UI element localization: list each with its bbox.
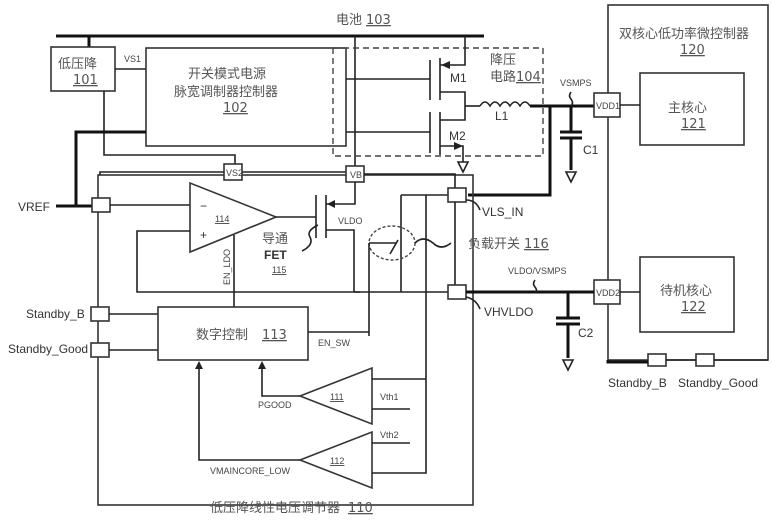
smps-line2: 脉宽调制器控制器: [174, 84, 278, 100]
digital-control-113: [157, 306, 309, 361]
pass-fet-ref: 115: [272, 265, 286, 275]
amp-plus: +: [200, 228, 207, 242]
vs2-label: VS2: [226, 168, 243, 178]
buck-ref: 104: [516, 70, 541, 85]
m1-arrow-icon: [441, 61, 450, 69]
buck-line1: 降压: [490, 53, 516, 68]
ground-icon: [561, 359, 575, 372]
regulator-label: 低压降线性电压调节器: [210, 501, 340, 516]
buck-circuit-box: [332, 47, 544, 157]
smps-ref: 102: [223, 101, 248, 116]
pgood-label: PGOOD: [258, 400, 292, 410]
standby-core-ref: 122: [681, 300, 706, 315]
digital-ref: 113: [262, 328, 287, 343]
mcu-standby-b-pin: [647, 353, 667, 367]
standby-core-label: 待机核心: [660, 284, 712, 299]
mcu-label: 双核心低功率微控制器: [619, 26, 749, 42]
vb-label: VB: [350, 170, 362, 180]
l1-label: L1: [495, 109, 509, 123]
amp-minus: −: [200, 199, 207, 213]
ldo-101-ref: 101: [73, 73, 98, 88]
vls-in-label: VLS_IN: [482, 205, 523, 219]
buck-line2: 电路: [490, 69, 516, 85]
vhvldo-pin: [447, 284, 467, 300]
standby-core-box: [639, 256, 735, 333]
comp112-ref: 112: [330, 456, 344, 466]
vsmps-label: VSMPS: [560, 78, 592, 88]
comparator-111: [297, 366, 373, 426]
standby-b-label: Standby_B: [26, 307, 85, 321]
mcu-ref: 120: [680, 43, 705, 58]
main-core-ref: 121: [681, 117, 706, 132]
mcu-standby-good-pin: [695, 353, 715, 367]
comp111-ref: 111: [330, 392, 344, 402]
smps-line1: 开关模式电源: [188, 67, 266, 82]
vdd2-pin: [593, 279, 621, 305]
main-core-box: [639, 72, 745, 146]
vth2-label: Vth2: [380, 430, 399, 440]
standby-good-pin: [90, 342, 110, 358]
vmaincore-low-label: VMAINCORE_LOW: [210, 466, 291, 476]
standby-b-pin: [90, 306, 110, 322]
regulator-ref: 110: [348, 501, 373, 516]
pass-fet-line2: FET: [264, 248, 287, 262]
fet-arrow-icon: [327, 200, 335, 208]
pass-fet-line1: 导通: [262, 232, 288, 247]
ground-icon: [564, 171, 578, 184]
en-ldo-label: EN_LDO: [222, 249, 232, 285]
error-amplifier-114: [189, 181, 279, 254]
vldo-vsmps-label: VLDO/VSMPS: [508, 266, 567, 276]
standby-good-label: Standby_Good: [8, 342, 88, 356]
load-switch-label: 负载开关: [468, 237, 520, 252]
m2-arrow-icon: [454, 142, 463, 150]
ldo-101-label: 低压降: [58, 57, 97, 72]
smps-controller-box: [145, 47, 347, 147]
vdd2-label: VDD2: [596, 288, 620, 298]
vth1-label: Vth1: [380, 392, 399, 402]
main-core-label: 主核心: [668, 101, 707, 116]
vldo-label: VLDO: [338, 216, 363, 226]
m1-label: M1: [450, 71, 467, 85]
vls-in-pin: [447, 187, 467, 203]
vref-pin: [91, 197, 111, 213]
battery-ref: 103: [366, 13, 391, 28]
mcu-standby-b-label: Standby_B: [608, 376, 667, 390]
comparator-112: [297, 430, 373, 490]
digital-label: 数字控制: [196, 328, 248, 343]
vs1-label: VS1: [124, 54, 141, 64]
amp-ref: 114: [215, 214, 229, 224]
ldo-regulator-box: [97, 174, 474, 506]
en-sw-label: EN_SW: [318, 338, 351, 348]
load-switch-ref: 116: [524, 237, 549, 252]
vdd1-label: VDD1: [596, 101, 620, 111]
inductor-l1: [479, 101, 531, 108]
mcu-standby-good-label: Standby_Good: [678, 376, 758, 390]
vhvldo-label: VHVLDO: [484, 305, 533, 319]
m2-label: M2: [449, 129, 466, 143]
vref-label: VREF: [18, 200, 50, 214]
c1-label: C1: [583, 143, 599, 157]
ground-icon: [456, 161, 470, 174]
battery-label: 电池: [336, 13, 362, 28]
c2-label: C2: [578, 326, 594, 340]
